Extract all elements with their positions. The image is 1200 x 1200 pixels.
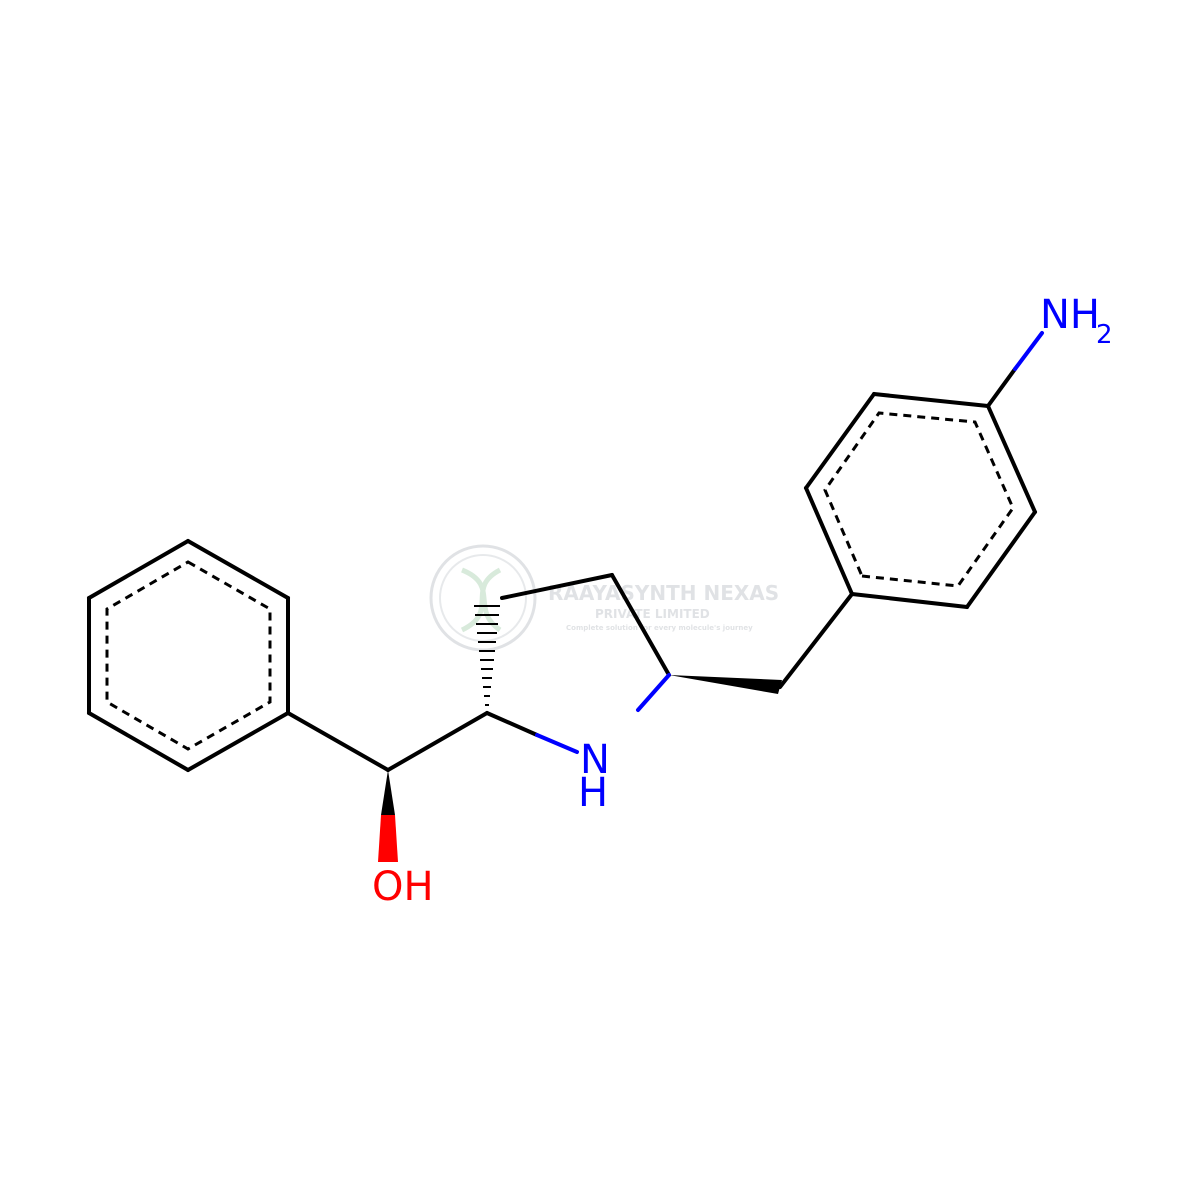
bond — [872, 392, 990, 408]
bond — [87, 539, 190, 600]
phenyl-ring — [87, 539, 290, 772]
wedge-bond-benzyl — [669, 675, 782, 694]
hashed-wedge-bond — [474, 605, 500, 706]
bond — [965, 510, 1037, 609]
bond — [804, 392, 876, 490]
bond — [778, 592, 854, 689]
watermark-subname: PRIVATE LIMITED — [595, 607, 710, 621]
bond — [500, 573, 614, 600]
bond — [186, 711, 290, 772]
watermark-helix-icon — [460, 567, 502, 633]
bond — [87, 711, 190, 772]
bond — [610, 573, 671, 677]
bond — [850, 592, 969, 609]
bond — [186, 539, 290, 600]
oh-label: OH — [372, 864, 434, 910]
aromatic-inner-ring — [823, 411, 1015, 588]
bond — [636, 673, 671, 712]
aromatic-inner-ring — [105, 560, 272, 751]
aminophenyl-ring — [804, 392, 1037, 609]
bond — [986, 367, 1017, 408]
watermark-logo: RAAYASYNTH NEXAS PRIVATE LIMITED Complet… — [429, 544, 779, 652]
bond — [1013, 331, 1044, 371]
nh-label: N — [580, 737, 610, 783]
nh2-subscript: 2 — [1096, 320, 1113, 350]
bond — [804, 486, 854, 596]
nh2-label: NH — [1040, 292, 1100, 338]
wedge-bond-oh — [378, 770, 398, 862]
nh-hydrogen-label: H — [578, 770, 608, 816]
watermark-tagline: Complete solution for every molecule's j… — [566, 624, 753, 632]
bond — [286, 711, 390, 772]
bond — [386, 711, 489, 772]
bond — [986, 404, 1037, 514]
watermark-name: RAAYASYNTH NEXAS — [548, 581, 779, 605]
bond — [485, 711, 539, 737]
bond — [535, 733, 579, 754]
